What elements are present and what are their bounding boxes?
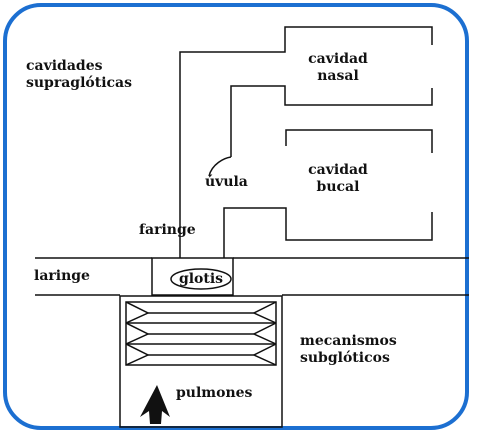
label-nasal-cavity: cavidad nasal xyxy=(308,51,368,84)
bellows-zigzag-2 xyxy=(252,301,277,324)
oral-floor-line xyxy=(223,207,433,258)
glottis-ellipse xyxy=(170,268,232,290)
label-oral-cavity: cavidad bucal xyxy=(308,162,368,195)
label-pharynx: faringe xyxy=(139,222,196,238)
larynx-box xyxy=(151,257,234,296)
nasal-floor-line xyxy=(230,85,433,157)
label-larynx: laringe xyxy=(34,268,90,284)
rounded-frame xyxy=(3,3,469,430)
bellows-zigzag-6 xyxy=(252,343,277,366)
bellows-zigzag-5 xyxy=(125,343,150,366)
uvula-curve xyxy=(208,156,232,177)
bellows-zigzag-3 xyxy=(125,322,150,345)
bellows-zigzag-1 xyxy=(125,301,150,324)
label-glottis: glotis xyxy=(178,271,224,287)
bellows-zigzag-4 xyxy=(252,322,277,345)
oral-roof-line xyxy=(285,129,433,153)
label-uvula: úvula xyxy=(205,174,248,190)
label-supraglottic-cavities: cavidades supraglóticas xyxy=(26,58,133,91)
pharynx-back-wall xyxy=(179,26,433,258)
label-subglottic-mechanisms: mecanismos subglóticos xyxy=(300,333,397,366)
lungs-box xyxy=(119,295,283,428)
label-lungs: pulmones xyxy=(176,385,253,401)
airflow-arrow-icon xyxy=(140,385,170,424)
bellows-box xyxy=(125,301,277,366)
